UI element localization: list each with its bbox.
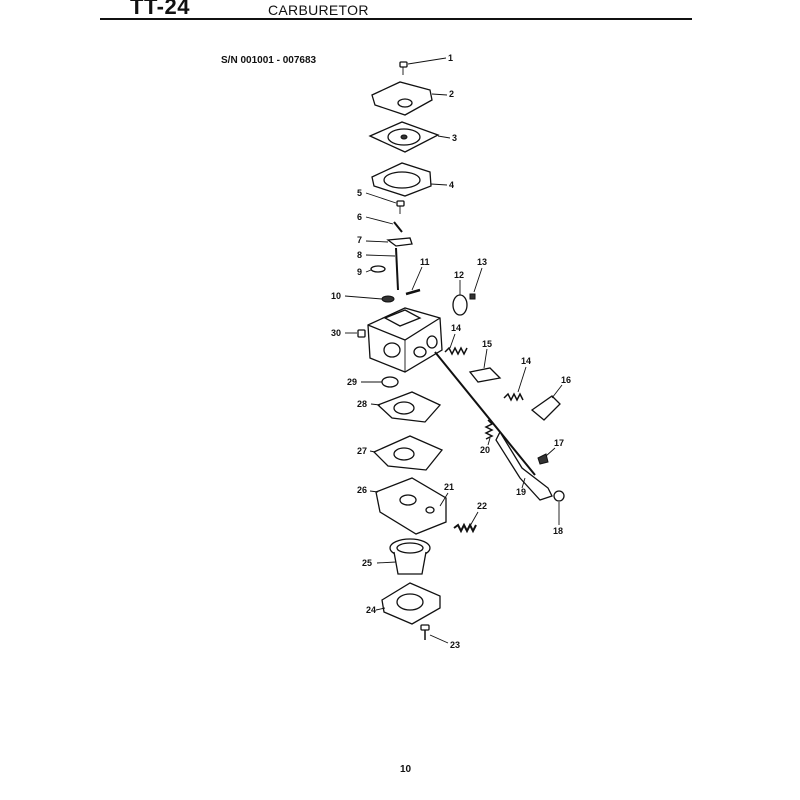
leader-2 [431, 93, 448, 96]
leader-10 [344, 295, 383, 300]
leader-17 [545, 447, 556, 457]
header-rule [100, 18, 692, 20]
part-2-cover [371, 81, 433, 116]
leader-20 [487, 437, 491, 446]
callout-26: 26 [357, 485, 367, 495]
leader-23 [429, 634, 449, 644]
leader-22 [469, 511, 479, 527]
part-15-screw [468, 367, 502, 383]
leader-14a [449, 333, 456, 349]
part-28-gasket [376, 391, 442, 423]
callout-10: 10 [331, 291, 341, 301]
leader-28 [370, 403, 381, 406]
part-13-screw [469, 293, 476, 300]
callout-3: 3 [452, 133, 457, 143]
part-3-diaphragm [368, 121, 440, 153]
part-24-plate [381, 582, 441, 625]
part-29-plug [381, 376, 399, 388]
part-16-screw [530, 395, 561, 421]
part-14-spring-a [444, 346, 468, 356]
callout-4: 4 [449, 180, 454, 190]
callout-2: 2 [449, 89, 454, 99]
callout-28: 28 [357, 399, 367, 409]
part-25-cup [389, 538, 431, 575]
callout-1: 1 [448, 53, 453, 63]
callout-6: 6 [357, 212, 362, 222]
part-30-plug [357, 329, 366, 338]
leader-21 [439, 492, 449, 507]
callout-20: 20 [480, 445, 490, 455]
callout-5: 5 [357, 188, 362, 198]
leader-6 [365, 216, 394, 225]
callout-29: 29 [347, 377, 357, 387]
callout-11: 11 [420, 257, 430, 267]
part-6-pin [393, 221, 403, 233]
part-5-screw [396, 200, 405, 214]
part-19-throttle-rod [434, 351, 553, 501]
callout-16: 16 [561, 375, 571, 385]
leader-26 [369, 490, 379, 493]
part-27-gasket [372, 435, 444, 471]
callout-27: 27 [357, 446, 367, 456]
leader-11 [411, 266, 423, 291]
leader-15 [483, 348, 488, 369]
part-10-clip [381, 295, 395, 303]
leader-5 [365, 192, 397, 204]
model-title: TT-24 [130, 0, 190, 19]
callout-14b: 14 [521, 356, 531, 366]
leader-1 [407, 57, 447, 65]
leader-3 [437, 135, 451, 139]
callout-14a: 14 [451, 323, 461, 333]
part-1-screw [399, 61, 408, 75]
leader-27 [369, 450, 376, 453]
leader-7 [365, 240, 389, 243]
callout-19: 19 [516, 487, 526, 497]
callout-12: 12 [454, 270, 464, 280]
callout-13: 13 [477, 257, 487, 267]
part-11-pin [405, 288, 421, 296]
callout-7: 7 [357, 235, 362, 245]
leader-4 [430, 183, 448, 186]
leader-9 [365, 269, 372, 273]
leader-8 [365, 254, 396, 257]
leader-13 [473, 267, 483, 293]
callout-23: 23 [450, 640, 460, 650]
callout-15: 15 [482, 339, 492, 349]
leader-16 [551, 384, 563, 399]
callout-17: 17 [554, 438, 564, 448]
part-14-spring-b [503, 392, 524, 402]
part-4-gasket [371, 162, 432, 197]
part-22-spring [453, 522, 477, 534]
callout-25: 25 [362, 558, 372, 568]
callout-8: 8 [357, 250, 362, 260]
callout-22: 22 [477, 501, 487, 511]
callout-9: 9 [357, 267, 362, 277]
part-23-screw [420, 624, 430, 640]
callout-30: 30 [331, 328, 341, 338]
section-title: CARBURETOR [268, 2, 369, 18]
part-12-disc [452, 294, 468, 316]
part-18-nut [553, 490, 565, 502]
serial-range: S/N 001001 - 007683 [221, 55, 317, 66]
part-26-pump-body [375, 477, 447, 535]
leader-19 [521, 477, 526, 489]
callout-24: 24 [366, 605, 376, 615]
callout-18: 18 [553, 526, 563, 536]
part-17-screw [537, 453, 549, 465]
callout-21: 21 [444, 482, 454, 492]
leader-24 [375, 607, 386, 611]
part-7-lever [386, 237, 413, 247]
leader-25 [376, 561, 397, 564]
part-8-needle [395, 247, 399, 291]
part-9-spring [370, 265, 386, 273]
carburetor-body [367, 307, 443, 373]
part-20-spring [484, 419, 494, 440]
leader-14b [517, 366, 527, 393]
page-number: 10 [400, 764, 412, 775]
